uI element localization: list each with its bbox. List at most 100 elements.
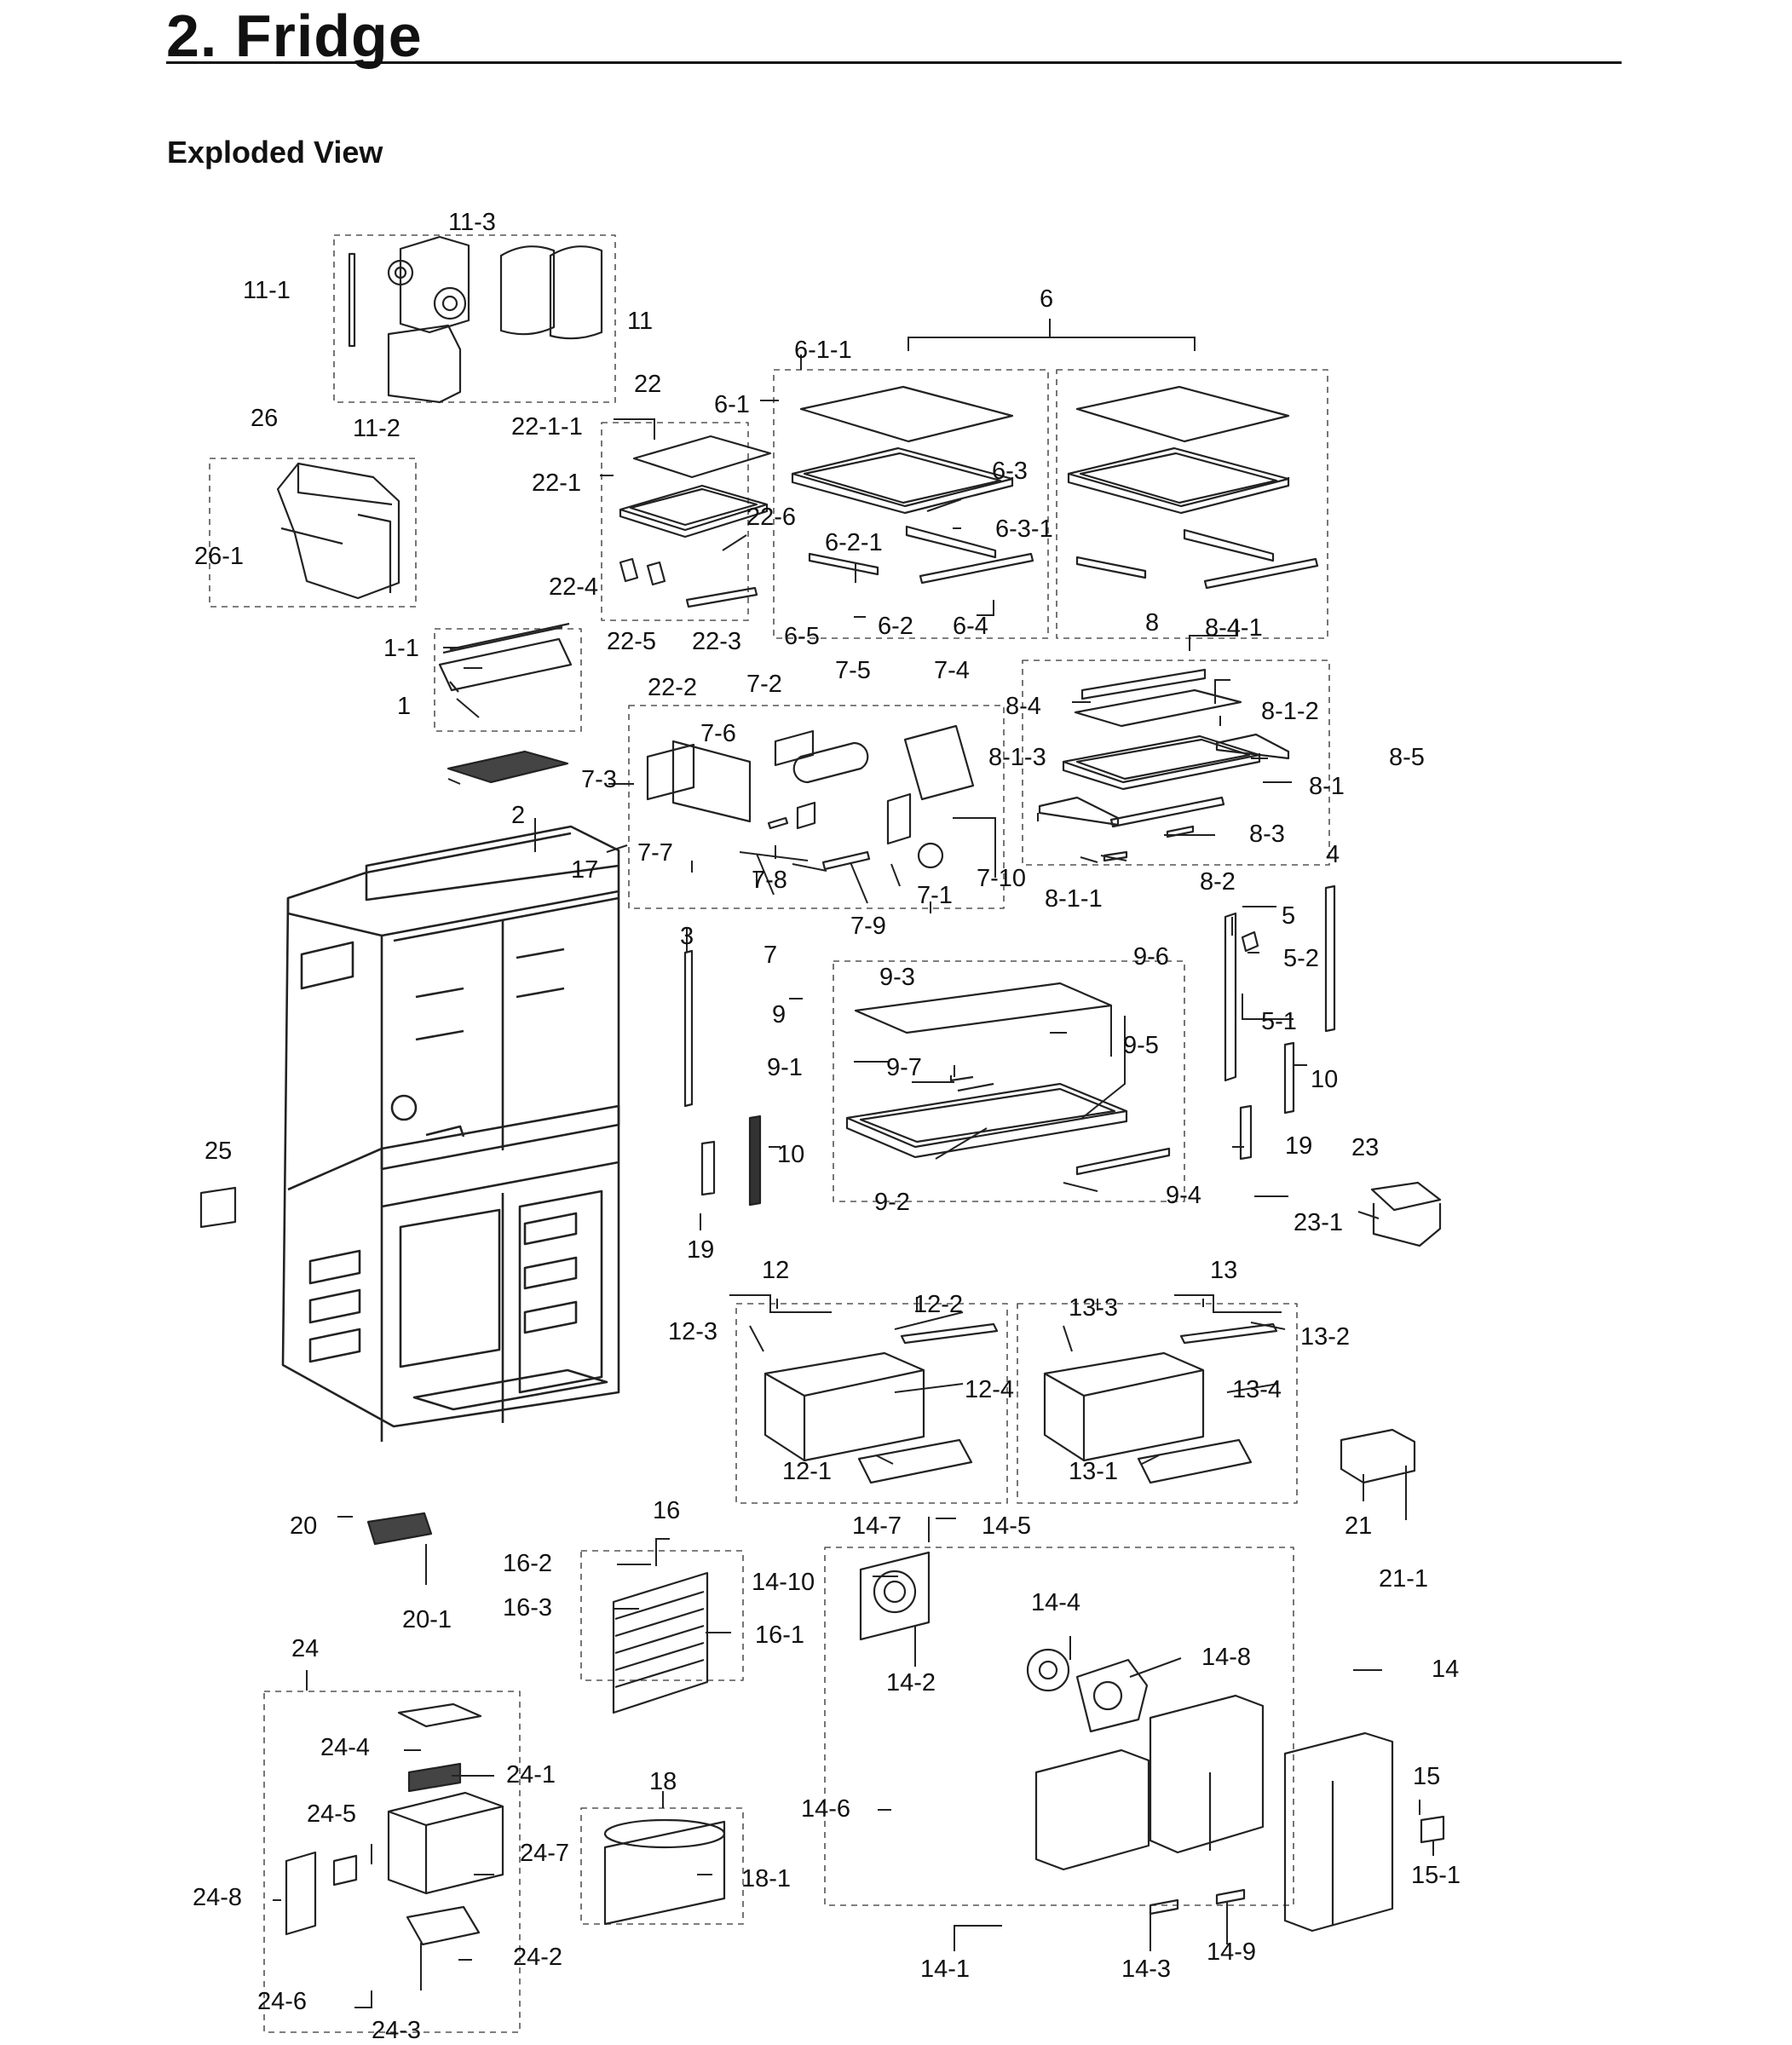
- label-22: 22: [634, 371, 661, 398]
- leader-lines: [273, 319, 1434, 2008]
- label-19-right: 19: [1285, 1132, 1312, 1160]
- label-8-5: 8-5: [1389, 744, 1425, 771]
- label-22-5: 22-5: [607, 628, 656, 655]
- label-7-10: 7-10: [977, 865, 1026, 892]
- label-9-3: 9-3: [879, 964, 915, 991]
- label-24-6: 24-6: [257, 1988, 307, 2015]
- label-24-8: 24-8: [193, 1884, 242, 1911]
- label-14-4: 14-4: [1031, 1589, 1080, 1616]
- label-15-1: 15-1: [1411, 1862, 1461, 1889]
- label-10-center: 10: [777, 1141, 804, 1168]
- label-16-3: 16-3: [503, 1594, 552, 1622]
- label-7-8: 7-8: [752, 867, 787, 894]
- label-2: 2: [511, 802, 525, 829]
- label-13-3: 13-3: [1069, 1294, 1118, 1322]
- label-8-4-1: 8-4-1: [1205, 614, 1263, 642]
- label-14-7: 14-7: [852, 1512, 902, 1540]
- label-14-2: 14-2: [886, 1669, 936, 1696]
- part-2-filter: [447, 750, 569, 784]
- label-12-2: 12-2: [913, 1291, 963, 1318]
- section-title: Exploded View: [167, 135, 383, 170]
- label-7-4: 7-4: [934, 657, 970, 684]
- label-6-3: 6-3: [992, 458, 1028, 485]
- label-15: 15: [1413, 1763, 1440, 1790]
- label-7-1: 7-1: [917, 882, 953, 909]
- part-18-bin: [603, 1818, 726, 1926]
- label-18: 18: [649, 1768, 677, 1795]
- label-7: 7: [763, 942, 777, 969]
- label-13-4: 13-4: [1232, 1376, 1282, 1403]
- label-23-1: 23-1: [1294, 1209, 1343, 1236]
- label-8: 8: [1145, 609, 1159, 637]
- label-21-1: 21-1: [1379, 1565, 1428, 1593]
- label-26-1: 26-1: [194, 543, 244, 570]
- label-13: 13: [1210, 1257, 1237, 1284]
- label-9-6: 9-6: [1133, 943, 1169, 971]
- label-11-1: 11-1: [243, 277, 291, 304]
- label-7-3: 7-3: [581, 766, 617, 793]
- label-1-1: 1-1: [383, 635, 419, 662]
- label-20-1: 20-1: [402, 1606, 452, 1633]
- label-25: 25: [205, 1138, 232, 1165]
- part-24-icemaker: [285, 1702, 504, 1946]
- label-8-1-1: 8-1-1: [1045, 885, 1103, 913]
- label-22-2: 22-2: [648, 674, 697, 701]
- label-24-2: 24-2: [513, 1944, 562, 1971]
- label-13-2: 13-2: [1300, 1323, 1350, 1351]
- part-22-shelf: [619, 435, 772, 608]
- label-6-5: 6-5: [784, 623, 820, 650]
- label-20: 20: [290, 1512, 317, 1540]
- label-7-6: 7-6: [700, 720, 736, 747]
- label-12-3: 12-3: [668, 1318, 717, 1345]
- label-9-7: 9-7: [886, 1054, 922, 1081]
- label-22-4: 22-4: [549, 573, 598, 601]
- label-14-5: 14-5: [982, 1512, 1031, 1540]
- callout-labels: 11-3 11-1 11 11-2 6 6-1-1 22 6-1 26 22-1…: [193, 209, 1461, 2044]
- label-24-5: 24-5: [307, 1800, 356, 1828]
- part-6-shelves: [791, 385, 1319, 590]
- label-9-5: 9-5: [1123, 1032, 1159, 1059]
- label-16-1: 16-1: [755, 1622, 804, 1649]
- label-9-4: 9-4: [1166, 1182, 1201, 1209]
- label-19-center: 19: [687, 1236, 714, 1264]
- label-24: 24: [291, 1635, 319, 1662]
- label-8-1-3: 8-1-3: [988, 744, 1046, 771]
- part-16-evaporator: [612, 1571, 709, 1714]
- label-16: 16: [653, 1497, 680, 1524]
- label-11-2: 11-2: [353, 415, 400, 442]
- label-24-7: 24-7: [520, 1840, 569, 1867]
- label-3: 3: [680, 923, 694, 950]
- title-rule: [166, 61, 1622, 64]
- label-8-4: 8-4: [1005, 693, 1041, 720]
- label-7-7: 7-7: [637, 839, 673, 867]
- part-7-control: [646, 724, 975, 871]
- label-24-4: 24-4: [320, 1734, 370, 1761]
- label-6-4: 6-4: [953, 613, 988, 640]
- label-14-3: 14-3: [1121, 1956, 1171, 1983]
- label-26: 26: [251, 405, 278, 432]
- label-8-2: 8-2: [1200, 868, 1236, 896]
- label-12-4: 12-4: [965, 1376, 1014, 1403]
- label-1: 1: [397, 693, 411, 720]
- label-5: 5: [1282, 902, 1295, 930]
- label-14-10: 14-10: [752, 1569, 815, 1596]
- label-6-1: 6-1: [714, 391, 750, 418]
- label-7-5: 7-5: [835, 657, 871, 684]
- label-12-1: 12-1: [782, 1458, 832, 1485]
- label-8-3: 8-3: [1249, 821, 1285, 848]
- label-9: 9: [772, 1001, 786, 1028]
- label-24-3: 24-3: [372, 2017, 421, 2044]
- label-6-3-1: 6-3-1: [995, 516, 1053, 543]
- label-11-3: 11-3: [448, 209, 496, 236]
- label-10-right: 10: [1311, 1066, 1338, 1093]
- label-14-9: 14-9: [1207, 1938, 1256, 1966]
- part-14-assembly: [859, 1551, 1394, 1933]
- fridge-cabinet: [281, 825, 620, 1442]
- label-6-2-1: 6-2-1: [825, 529, 883, 556]
- label-12: 12: [762, 1257, 789, 1284]
- label-14-8: 14-8: [1201, 1644, 1251, 1671]
- label-7-9: 7-9: [850, 913, 886, 940]
- label-14-6: 14-6: [801, 1795, 850, 1823]
- label-16-2: 16-2: [503, 1550, 552, 1577]
